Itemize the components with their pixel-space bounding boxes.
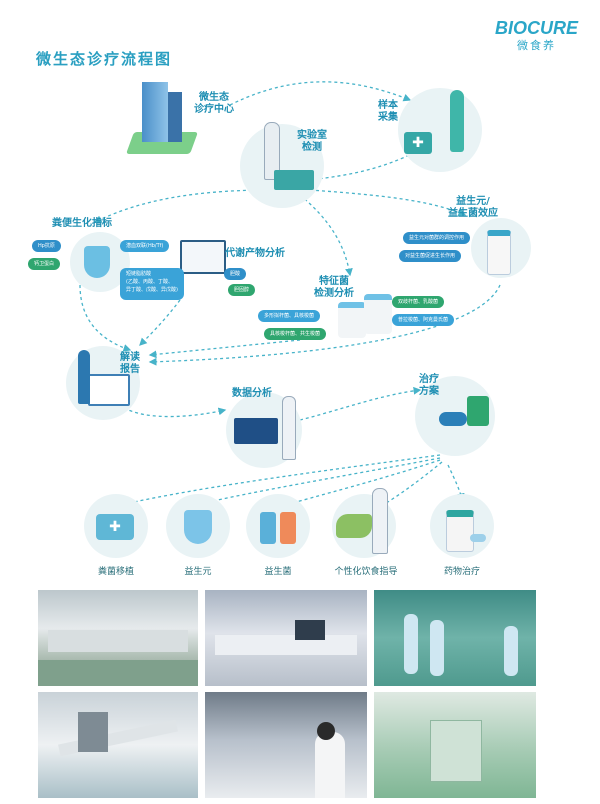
analyst-figure [282,396,296,460]
photo-lab-1 [38,590,198,686]
label-probiotic: 益生菌 [264,567,292,577]
page-title: 微生态诊疗流程图 [36,50,173,68]
label-sample: 样本 采集 [378,100,398,123]
photo-cleanroom-1 [374,590,536,686]
arrow-center-to-sample [229,81,412,106]
node-report: 解读 报告 [66,340,176,422]
medkit-icon: ✚ [96,514,134,540]
flask-icon [84,246,110,278]
node-prebiotic-effect: 益生元/ 益生菌效应 益生元对菌群的调控作用 对益生菌促进生长作用 [395,196,535,286]
pill-probiotic-growth: 对益生菌促进生长作用 [399,250,462,262]
photo-lab-2 [205,590,367,686]
label-center: 微生态 诊疗中心 [194,92,234,115]
photo-machine [38,692,198,798]
lab-circle [240,124,324,208]
monitor-icon [180,240,226,274]
label-report: 解读 报告 [120,352,140,375]
label-drug: 药物治疗 [443,567,480,577]
flask-icon [184,510,212,544]
pill-metabolite-bile-acid: 胆酸 [224,268,247,280]
laptop-icon [234,418,278,444]
label-fmt: 粪菌移植 [97,567,134,577]
arrow-lab-to-fecal [93,189,271,223]
pill-fecal-occult-blood: 潜血双联(Hb/Tf) [120,240,170,252]
label-data: 数据分析 [232,388,272,399]
label-diet: 个性化饮食指导 [334,567,398,577]
pill-prebiotic-regulation: 益生元对菌群的调控作用 [403,232,471,244]
treatment-drug: 药物治疗 [424,494,504,584]
pill-metabolite-scfa: 短链脂肪酸 (乙酸、丙酸、丁酸、 异丁酸、戊酸、异戊酸) [120,268,184,300]
treatment-diet: 个性化饮食指导 [322,484,422,584]
pill-fecal-calprotectin: 钙卫蛋白 [28,258,61,270]
label-fecal: 粪便生化指标 [52,218,112,229]
medkit-icon: ✚ [404,132,432,154]
pill-fecal-hp: Hp抗原 [32,240,61,252]
jar-icon-2 [364,294,392,334]
pill-feature-bifidobacterium: 双歧杆菌、乳酸菌 [392,296,445,308]
label-prebiotic-effect: 益生元/ 益生菌效应 [448,196,498,219]
vegetables-icon [336,514,372,538]
logo-main-text: BIOCURE [494,18,578,38]
jar-icon-1 [338,302,366,338]
arrow-metabolite-to-report [139,299,181,346]
arrow-lab-to-prebiotic [309,189,467,217]
doctor-figure [450,90,464,152]
pill-capsule-icon [439,412,467,426]
node-data-analysis: 数据分析 [222,384,318,470]
node-lab-test: 实验室 检测 [240,118,330,208]
building-illustration [122,78,199,156]
arrow-plan-to-probiotic [273,459,441,510]
clipboard-icon [88,374,130,406]
treatment-prebiotic: 益生元 [160,494,240,584]
bottle-icon [487,230,511,275]
node-metabolite-analysis: 代谢产物分析 短链脂肪酸 (乙酸、丙酸、丁酸、 异丁酸、戊酸、异戊酸) 胆酸 胆… [120,238,290,310]
medicine-bottle-icon [467,396,489,426]
sample-circle [398,88,482,172]
node-sample-collection: ✚ 样本 采集 [370,82,490,172]
capsule-icon [470,534,486,542]
arrow-fecal-to-report [79,284,132,352]
probiotic-circle [246,494,310,558]
pill-feature-fusobacterium: 具核梭杆菌、共生梭菌 [264,328,327,340]
label-plan: 治疗 方案 [419,374,439,397]
arrow-data-to-plan [299,386,422,421]
label-prebiotic: 益生元 [184,567,212,577]
presenter-figure [78,350,90,404]
brand-logo: BIOCURE 微食养 [495,18,578,53]
pill-metabolite-cholesterol: 胆固醇 [228,284,256,296]
label-lab: 实验室 检测 [297,130,327,153]
photo-corridor [374,692,536,798]
arrow-plan-to-prebiotic [193,457,441,508]
pill-bottle-icon [446,510,474,552]
node-diagnostic-center: 微生态 诊疗中心 [112,70,242,160]
node-feature-bacteria: 特征菌 检测分析 多形拟杆菌、具核梭菌 具核梭杆菌、共生梭菌 双歧杆菌、乳酸菌 … [258,276,474,346]
bottle-icon [260,512,276,544]
treatment-fmt: ✚ 粪菌移植 [78,494,158,584]
lab-bench [274,170,314,190]
label-metabolite: 代谢产物分析 [225,248,285,259]
treatment-probiotic: 益生菌 [240,494,320,584]
doctor-figure [372,488,388,554]
arrow-plan-to-fmt [118,454,441,508]
arrow-feature-to-report [148,339,301,359]
photo-scientist [205,692,367,798]
logo-sub-text: 微食养 [516,39,556,52]
pill-feature-faecalibacterium: 普拉梭菌、阿克曼氏菌 [392,314,455,326]
pill-feature-bthetaiotaomicron: 多形拟杆菌、具核梭菌 [258,310,321,322]
scientist-figure [264,122,280,180]
label-feature: 特征菌 检测分析 [314,276,354,299]
node-treatment-plan: 治疗 方案 [405,368,505,458]
bottle-icon-2 [280,512,296,544]
